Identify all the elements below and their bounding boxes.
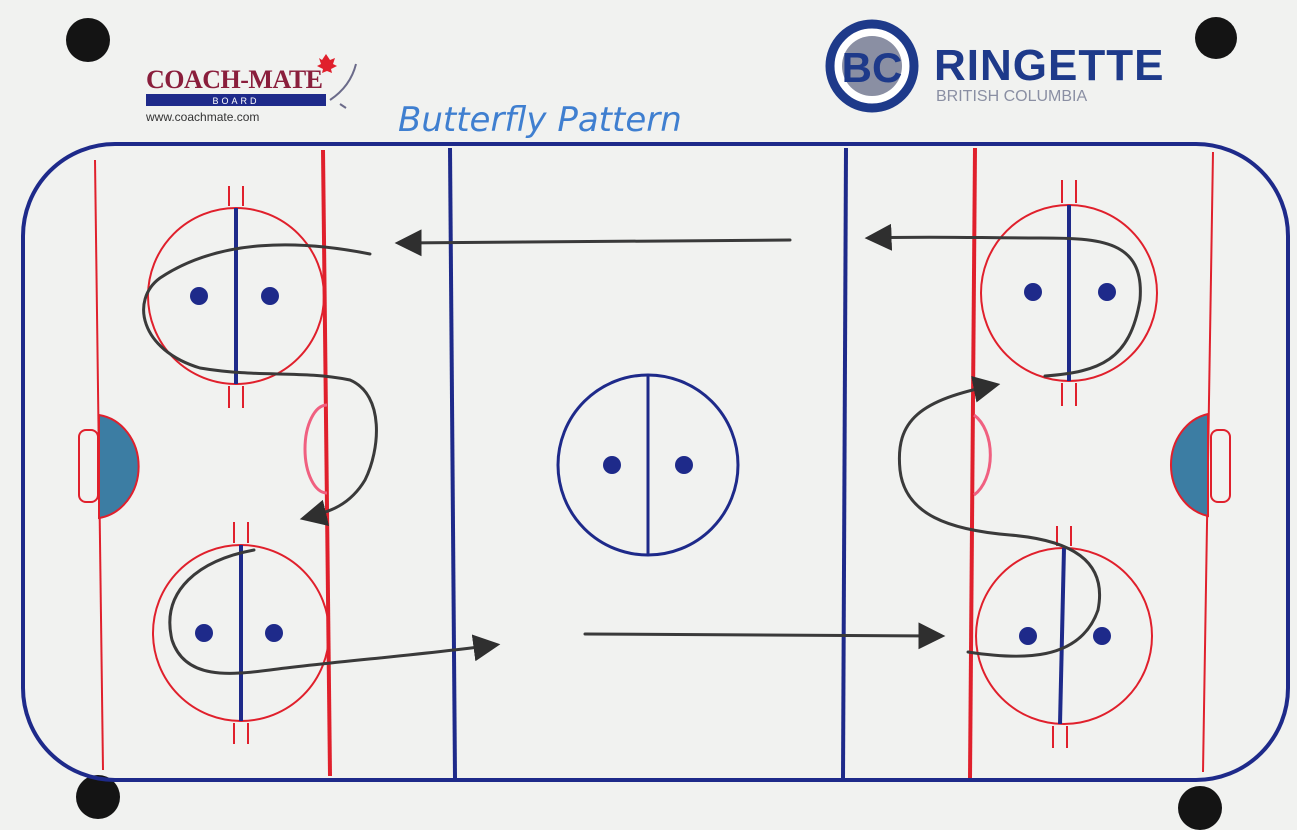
faceoff-dot (1024, 283, 1042, 301)
magnet-top-right (1195, 17, 1237, 59)
ringette-region: BRITISH COLUMBIA (936, 88, 1087, 105)
faceoff-dot (675, 456, 693, 474)
magnet-top-left (66, 18, 110, 62)
coachmate-logo-url: www.coachmate.com (145, 110, 259, 124)
faceoff-dot (261, 287, 279, 305)
coachmate-logo-name: COACH-MATE (146, 65, 323, 94)
ringette-bc-monogram: BC (842, 44, 903, 91)
faceoff-dot (1019, 627, 1037, 645)
faceoff-dot (195, 624, 213, 642)
faceoff-dot (603, 456, 621, 474)
magnet-bottom-right (1178, 786, 1222, 830)
faceoff-dot (190, 287, 208, 305)
ringette-name: RINGETTE (934, 41, 1164, 90)
faceoff-dot (1098, 283, 1116, 301)
drill-path-bottom-straight (585, 634, 940, 636)
faceoff-dot (265, 624, 283, 642)
drill-title: Butterfly Pattern (398, 100, 682, 140)
coachmate-logo-sub: BOARD (212, 96, 259, 106)
faceoff-dot (1093, 627, 1111, 645)
